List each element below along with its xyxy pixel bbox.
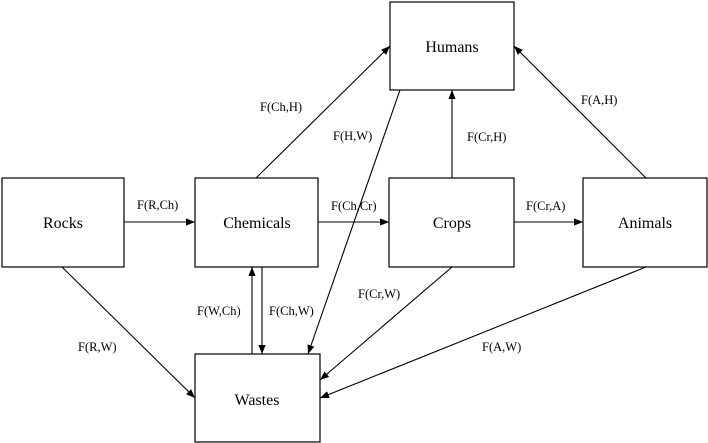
label-w-ch: F(W,Ch) [197, 304, 241, 318]
node-humans: Humans [389, 1, 515, 91]
edge-animals-to-humans [513, 45, 647, 179]
label-cr-a: F(Cr,A) [526, 199, 565, 213]
node-crops: Crops [388, 177, 515, 268]
node-label-crops: Crops [433, 215, 471, 232]
node-label-animals: Animals [618, 215, 672, 232]
node-animals: Animals [582, 177, 708, 268]
node-chemicals: Chemicals [194, 177, 319, 268]
node-rocks: Rocks [1, 177, 125, 268]
label-r-ch: F(R,Ch) [137, 198, 178, 212]
label-ch-cr: F(Ch,Cr) [331, 199, 377, 213]
label-ch-w: F(Ch,W) [269, 304, 314, 318]
node-label-rocks: Rocks [43, 215, 83, 232]
label-cr-h: F(Cr,H) [467, 130, 506, 144]
edge-animals-to-wastes [319, 266, 647, 399]
label-h-w: F(H,W) [333, 129, 372, 143]
edge-crops-to-wastes [319, 266, 453, 381]
edge-rocks-to-wastes [61, 266, 196, 399]
label-ch-h: F(Ch,H) [260, 100, 302, 114]
node-label-wastes: Wastes [235, 392, 280, 409]
label-a-w: F(A,W) [482, 340, 521, 354]
label-cr-w: F(Cr,W) [358, 287, 400, 301]
edge-chemicals-to-humans [255, 45, 391, 179]
node-label-chemicals: Chemicals [223, 215, 291, 232]
label-r-w: F(R,W) [78, 340, 117, 354]
edge-labels: F(Ch,H) F(A,H) F(H,W) F(Cr,H) F(R,Ch) F(… [78, 93, 617, 354]
label-a-h: F(A,H) [581, 93, 617, 107]
edge-humans-to-wastes [307, 89, 401, 355]
node-label-humans: Humans [425, 39, 478, 56]
node-wastes: Wastes [194, 353, 321, 443]
edges [61, 45, 647, 399]
